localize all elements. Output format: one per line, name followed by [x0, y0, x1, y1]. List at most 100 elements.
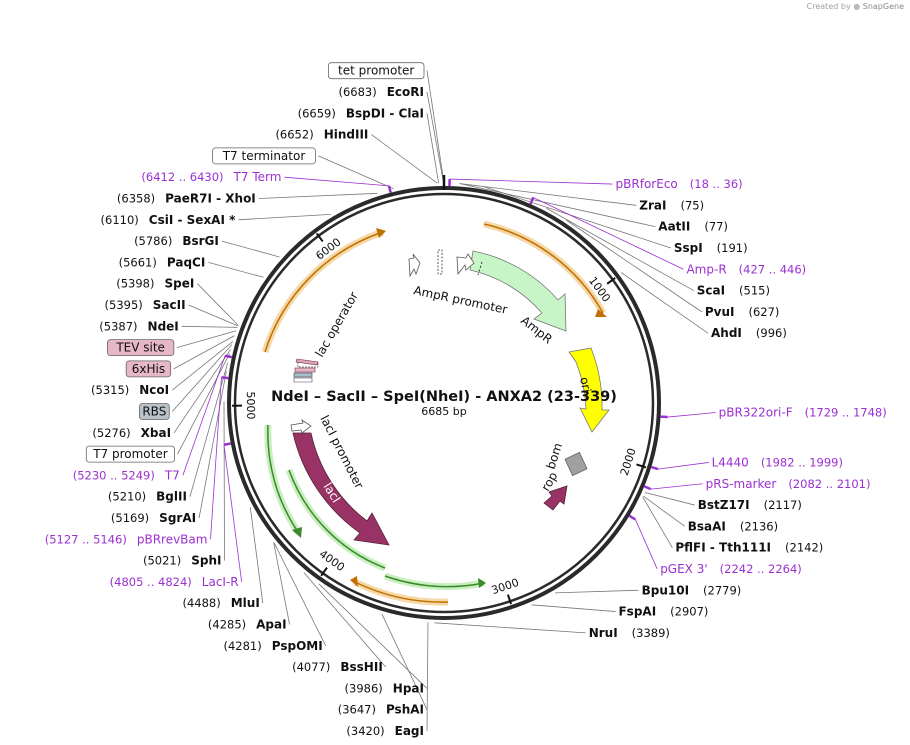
- snapgene-watermark: Created by ● SnapGene: [807, 2, 904, 11]
- his-tag-mark: [294, 367, 316, 373]
- leader-primer-9: [223, 444, 243, 582]
- site-position: (6659): [298, 106, 336, 120]
- leader-site-10: [171, 341, 234, 391]
- primer-name: pBRforEco: [616, 177, 678, 191]
- feature-box-1: [212, 147, 316, 165]
- site-name: BssHII: [340, 660, 382, 674]
- site-name: PshAI: [386, 703, 424, 717]
- site-position: (6358): [117, 192, 155, 206]
- tick-6000: [315, 232, 324, 243]
- bom-label: bom: [544, 441, 566, 471]
- primer-range: (2082 .. 2101): [788, 477, 870, 491]
- site-marks: [221, 179, 668, 521]
- site-label-19: (3986)HpaI: [345, 681, 424, 695]
- leader-box-3: [173, 335, 235, 370]
- site-name: EcoRI: [387, 85, 424, 99]
- primer-name: Amp-R: [686, 262, 726, 276]
- primer-name: L4440: [712, 455, 749, 469]
- leader-lines: [171, 70, 716, 732]
- site-label-1: (6659) BspDI - ClaI: [298, 106, 424, 120]
- site-position: (4281): [224, 639, 262, 653]
- leader-primer-6: [284, 176, 390, 187]
- primer-range: (1729 .. 1748): [805, 405, 887, 419]
- site-label-21: (3420)EagI: [346, 724, 424, 738]
- site-name: BspDI - ClaI: [346, 106, 424, 120]
- tet-promoter-arrow: [408, 253, 421, 278]
- primer-label-5: pGEX 3'(2242 .. 2264): [660, 562, 802, 576]
- primer-label-4: pRS-marker(2082 .. 2101): [706, 477, 871, 491]
- site-name: AhdI: [711, 326, 742, 340]
- site-name: PvuI: [705, 305, 735, 319]
- site-name: SacII: [153, 298, 186, 312]
- leader-site-11: [173, 349, 231, 434]
- feature-box-5: [85, 445, 175, 463]
- site-position: (2907): [670, 605, 708, 619]
- site-label-20: (3647) PshAI: [338, 703, 424, 717]
- leader-primer-1: [533, 197, 684, 270]
- leader-site-26: [643, 495, 685, 527]
- leader-box-2: [176, 330, 237, 348]
- site-label-33: ZraI(75): [639, 198, 704, 212]
- leader-site-30: [546, 207, 694, 291]
- site-name: FspAI: [618, 605, 656, 619]
- tick-1000: [606, 277, 616, 285]
- feature-box-label-4: RBS: [142, 405, 166, 419]
- leader-primer-2: [667, 412, 716, 418]
- site-position: (5387): [99, 319, 137, 333]
- tick-4000: [320, 567, 328, 577]
- feature-box-label-0: tet promoter: [338, 64, 414, 78]
- primer-range: (1982 .. 1999): [761, 455, 843, 469]
- outer-labels: tet promoter(6683)EcoRI(6659)BspDI - Cla…: [45, 62, 887, 738]
- ampr-promoter-label: AmpR promoter: [412, 283, 508, 317]
- feature-box-label-3: 6xHis: [132, 362, 165, 376]
- leader-site-13: [198, 370, 227, 519]
- site-name: NdeI: [148, 319, 179, 333]
- primer-mark-9: [223, 442, 232, 447]
- feature-box-4: [138, 403, 170, 420]
- site-position: (3986): [345, 681, 383, 695]
- leader-primer-5: [634, 519, 658, 570]
- leader-site-32: [459, 183, 656, 228]
- leader-site-33: [459, 183, 637, 206]
- orf-arc-green-inner-line: [288, 469, 386, 569]
- site-position: (4488): [182, 596, 220, 610]
- site-name: ApaI: [256, 618, 286, 632]
- leader-box-4: [171, 344, 233, 412]
- site-label-16: (4285)ApaI: [208, 618, 287, 632]
- site-position: (3420): [346, 724, 384, 738]
- site-position: (3389): [632, 626, 670, 640]
- leader-primer-8: [210, 377, 222, 540]
- site-position: (3647): [338, 703, 376, 717]
- primer-label-6: (6412 .. 6430)T7 Term: [141, 170, 281, 184]
- site-name: SspI: [674, 241, 703, 255]
- laci-arrow: [292, 432, 390, 546]
- primer-label-3: L4440 (1982 .. 1999): [712, 455, 843, 469]
- site-label-15: (4488)MluI: [182, 596, 259, 610]
- leader-site-15: [249, 507, 264, 604]
- site-name: ZraI: [639, 198, 666, 212]
- site-position: (5661): [119, 255, 157, 269]
- ampr-promoter-arrow-1: [456, 253, 475, 276]
- primer-label-9: (4805 .. 4824)LacI-R: [110, 575, 239, 589]
- plasmid-title: NdeI – SacII – SpeI(NheI) - ANXA2 (23-33…: [271, 389, 617, 405]
- site-label-24: Bpu10I(2779): [642, 583, 742, 597]
- feature-box-2: [107, 339, 175, 357]
- site-position: (5276): [92, 426, 130, 440]
- watermark-brand: SnapGene: [862, 2, 904, 11]
- feature-box-0: [327, 62, 425, 80]
- primer-mark-5: [628, 514, 636, 521]
- site-label-27: BstZ17I(2117): [698, 498, 802, 512]
- site-name: SphI: [191, 554, 221, 568]
- orf-arc-bottom-head: [350, 576, 358, 587]
- site-name: PspOMI: [272, 639, 323, 653]
- site-label-7: (5398)SpeI: [116, 277, 194, 291]
- leader-site-28: [620, 272, 709, 334]
- site-label-14: (5021)SphI: [143, 554, 222, 568]
- leader-site-3: [258, 192, 378, 199]
- site-name: PaeR7I - XhoI: [165, 192, 256, 206]
- site-name: BsaAI: [688, 519, 726, 533]
- t7-promoter-mark: [293, 377, 313, 383]
- leader-site-23: [531, 604, 616, 612]
- bom-box: [564, 451, 588, 477]
- site-position: (5210): [108, 490, 146, 504]
